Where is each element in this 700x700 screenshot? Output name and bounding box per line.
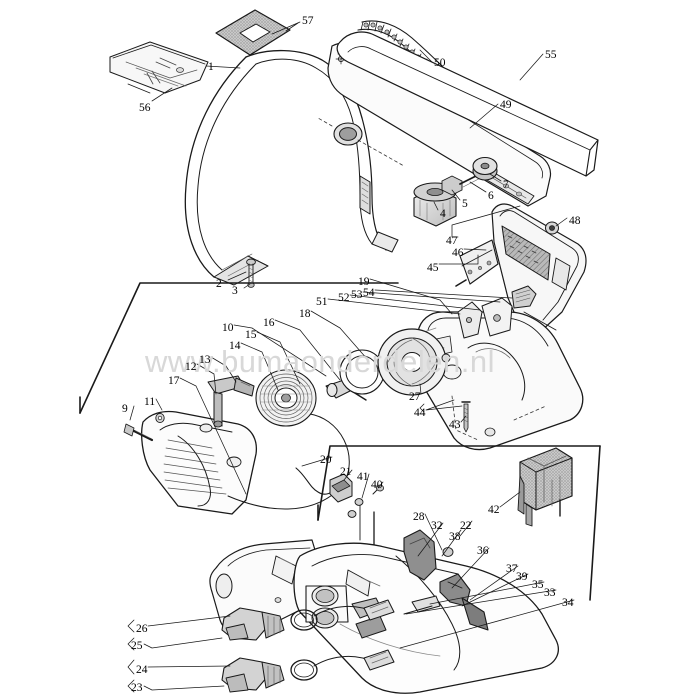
part-square-gasket xyxy=(215,9,299,56)
part-screw-housing xyxy=(123,423,154,442)
callout-34: 34 xyxy=(562,597,574,609)
callout-5: 5 xyxy=(462,198,468,210)
callout-1: 1 xyxy=(208,61,214,73)
part-ignition-module xyxy=(511,285,537,309)
callout-7: 7 xyxy=(503,179,509,191)
part-air-filter-element xyxy=(517,447,573,527)
callout-20: 20 xyxy=(320,454,332,466)
callout-45: 45 xyxy=(427,262,439,274)
part-screw-small xyxy=(372,484,384,555)
callout-47: 47 xyxy=(446,235,458,247)
callout-12: 12 xyxy=(185,361,197,373)
callout-24: 24 xyxy=(136,664,148,676)
callout-49: 49 xyxy=(500,99,512,111)
part-screw-long xyxy=(246,258,256,288)
part-sprocket-drum xyxy=(413,182,457,227)
callout-56: 56 xyxy=(139,102,151,114)
leader-brackets xyxy=(127,403,425,693)
part-starter-pawl xyxy=(457,297,513,339)
leader-lines xyxy=(129,21,575,691)
callout-10: 10 xyxy=(222,322,234,334)
part-rewind-spring xyxy=(339,349,385,395)
callout-54: 54 xyxy=(363,287,375,299)
part-oil-cap-assembly xyxy=(221,599,395,641)
callout-44: 44 xyxy=(414,407,426,419)
callout-16: 16 xyxy=(263,317,275,329)
part-starter-housing xyxy=(141,410,258,515)
part-bar-scabbard xyxy=(336,31,599,177)
callout-2: 2 xyxy=(216,278,222,290)
part-washer-small xyxy=(472,156,498,181)
callout-46: 46 xyxy=(452,247,464,259)
callout-18: 18 xyxy=(299,308,311,320)
part-bumper-strip xyxy=(247,255,269,267)
part-screw-tapping xyxy=(461,401,471,433)
callout-21: 21 xyxy=(340,466,352,478)
part-rear-handle-shell xyxy=(293,542,559,694)
callout-41: 41 xyxy=(357,471,369,483)
part-flywheel-assembly xyxy=(377,328,451,396)
group-bracket-handle-lower xyxy=(589,445,601,601)
callout-11: 11 xyxy=(144,396,156,408)
callout-19: 19 xyxy=(358,276,370,288)
group-bracket-handle xyxy=(317,445,601,521)
callout-39: 39 xyxy=(516,571,528,583)
callout-27: 27 xyxy=(409,391,421,403)
callout-32: 32 xyxy=(431,520,443,532)
part-rope-rotor xyxy=(255,369,317,427)
callout-6: 6 xyxy=(488,190,494,202)
callout-53: 53 xyxy=(351,289,363,301)
part-handle-trigger-leg xyxy=(317,117,405,253)
callout-57: 57 xyxy=(302,15,314,27)
callout-50: 50 xyxy=(434,57,446,69)
part-stop-switch xyxy=(329,473,353,503)
part-ignition-lead xyxy=(295,467,335,495)
callout-55: 55 xyxy=(545,49,557,61)
part-grommet-pin xyxy=(347,498,364,541)
callout-37: 37 xyxy=(506,563,518,575)
part-chain-catcher-plate xyxy=(455,239,499,287)
part-washer-flat xyxy=(155,412,165,424)
callout-28: 28 xyxy=(413,511,425,523)
callout-38: 38 xyxy=(449,531,461,543)
callout-48: 48 xyxy=(569,215,581,227)
part-choke-lever xyxy=(403,595,441,615)
callout-42: 42 xyxy=(488,504,500,516)
callout-3: 3 xyxy=(232,285,238,297)
callout-4: 4 xyxy=(440,208,446,220)
callout-25: 25 xyxy=(131,640,143,652)
part-fuel-cap-assembly xyxy=(221,649,395,693)
callout-51: 51 xyxy=(316,296,328,308)
callout-14: 14 xyxy=(229,340,241,352)
callout-35: 35 xyxy=(532,579,544,591)
callout-52: 52 xyxy=(338,292,350,304)
part-tool-kit-pouch xyxy=(109,41,209,94)
callout-23: 23 xyxy=(131,682,143,694)
callout-22: 22 xyxy=(460,520,472,532)
callout-26: 26 xyxy=(136,623,148,635)
group-bracket-starter xyxy=(79,282,399,414)
callout-36: 36 xyxy=(477,545,489,557)
callout-15: 15 xyxy=(245,329,257,341)
callout-9: 9 xyxy=(122,403,128,415)
callout-13: 13 xyxy=(199,354,211,366)
callout-43: 43 xyxy=(449,419,461,431)
callout-40: 40 xyxy=(371,479,383,491)
part-nut-cover xyxy=(545,221,559,235)
callout-33: 33 xyxy=(544,587,556,599)
callout-17: 17 xyxy=(168,375,180,387)
